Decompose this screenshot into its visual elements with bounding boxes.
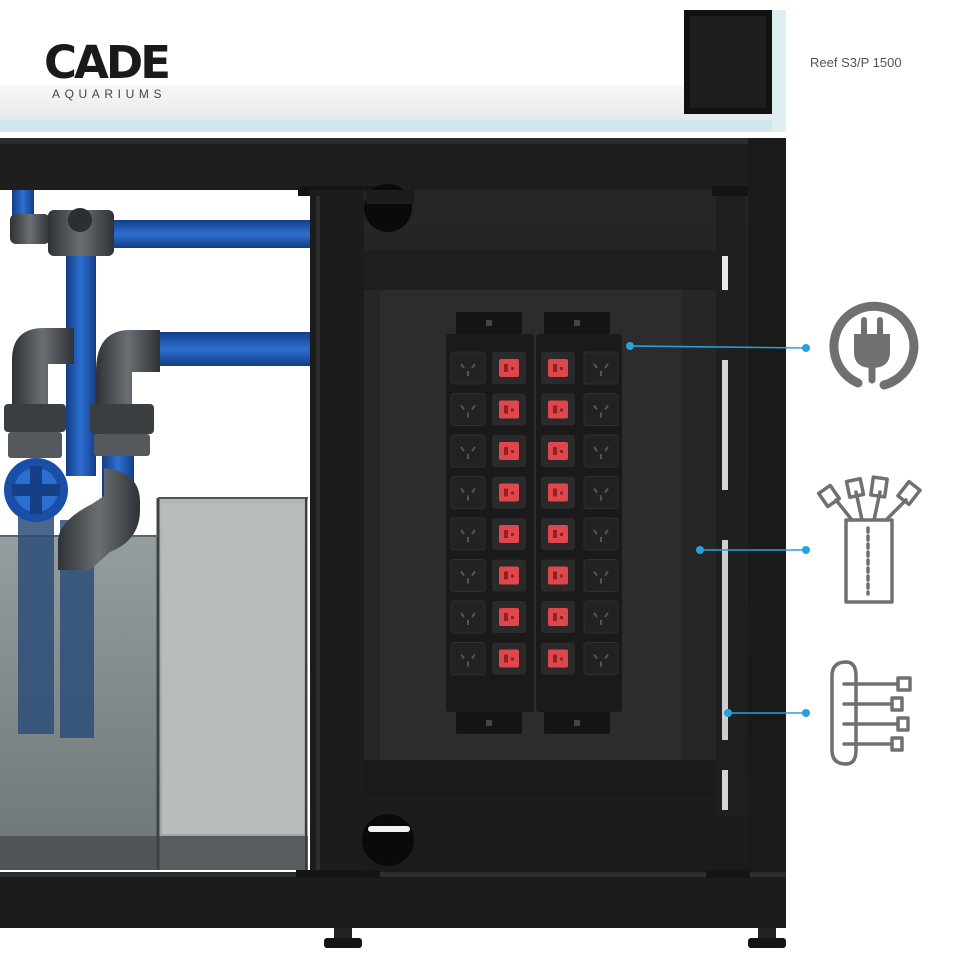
outlet-socket-left-8 xyxy=(450,642,486,675)
brand-logo: CADE AQUARIUMS xyxy=(44,40,184,104)
outlet-socket-right-3 xyxy=(583,434,619,468)
brand-wordmark: CADE xyxy=(44,36,171,89)
outlet-switch-right-6 xyxy=(541,559,575,592)
outlet-switch-left-3 xyxy=(492,435,526,467)
outlet-switch-right-2 xyxy=(541,393,575,426)
cable-hole-bottom xyxy=(362,814,414,866)
outlet-socket-right-7 xyxy=(583,600,619,634)
outlet-socket-left-6 xyxy=(450,559,486,592)
outlet-switch-left-4 xyxy=(492,476,526,509)
outlet-socket-left-1 xyxy=(450,351,486,385)
outlet-switch-right-4 xyxy=(541,476,575,509)
model-label: Reef S3/P 1500 xyxy=(810,55,902,70)
aquarium-tank xyxy=(0,10,786,132)
outlet-socket-left-2 xyxy=(450,393,486,426)
cable-management-icon xyxy=(816,475,922,604)
outlet-switch-right-1 xyxy=(541,352,575,384)
cable-organizer-icon xyxy=(830,660,912,766)
outlet-switch-right-8 xyxy=(541,642,575,675)
outlet-socket-right-2 xyxy=(583,393,619,426)
outlet-socket-right-4 xyxy=(583,476,619,509)
outlet-socket-right-8 xyxy=(583,642,619,675)
power-board xyxy=(446,312,622,734)
outlet-switch-left-2 xyxy=(492,393,526,426)
callout-line-power xyxy=(629,345,807,349)
cabinet-top-rail xyxy=(0,138,786,190)
cabinet-bottom-rail xyxy=(0,872,786,928)
outlet-socket-right-5 xyxy=(583,517,619,551)
outlet-switch-right-5 xyxy=(541,518,575,550)
cabinet-right-post xyxy=(748,138,786,928)
outlet-switch-left-7 xyxy=(492,601,526,633)
outlet-switch-right-7 xyxy=(541,601,575,633)
outlet-switch-right-3 xyxy=(541,435,575,467)
plumbing xyxy=(4,190,316,738)
outlet-socket-right-1 xyxy=(583,351,619,385)
outlet-switch-left-6 xyxy=(492,559,526,592)
outlet-socket-left-3 xyxy=(450,434,486,468)
outlet-socket-left-5 xyxy=(450,517,486,551)
outlet-switch-left-8 xyxy=(492,642,526,675)
outlet-socket-right-6 xyxy=(583,559,619,592)
callouts xyxy=(626,342,810,717)
outlet-switch-left-5 xyxy=(492,518,526,550)
outlet-socket-left-4 xyxy=(450,476,486,509)
power-plug-icon xyxy=(829,301,919,390)
outlet-socket-left-7 xyxy=(450,600,486,634)
cable-channel xyxy=(716,196,746,816)
outlet-switch-left-1 xyxy=(492,352,526,384)
brand-subtitle: AQUARIUMS xyxy=(52,87,167,101)
outlet-rows xyxy=(450,351,619,675)
cabinet-feet xyxy=(324,928,786,948)
